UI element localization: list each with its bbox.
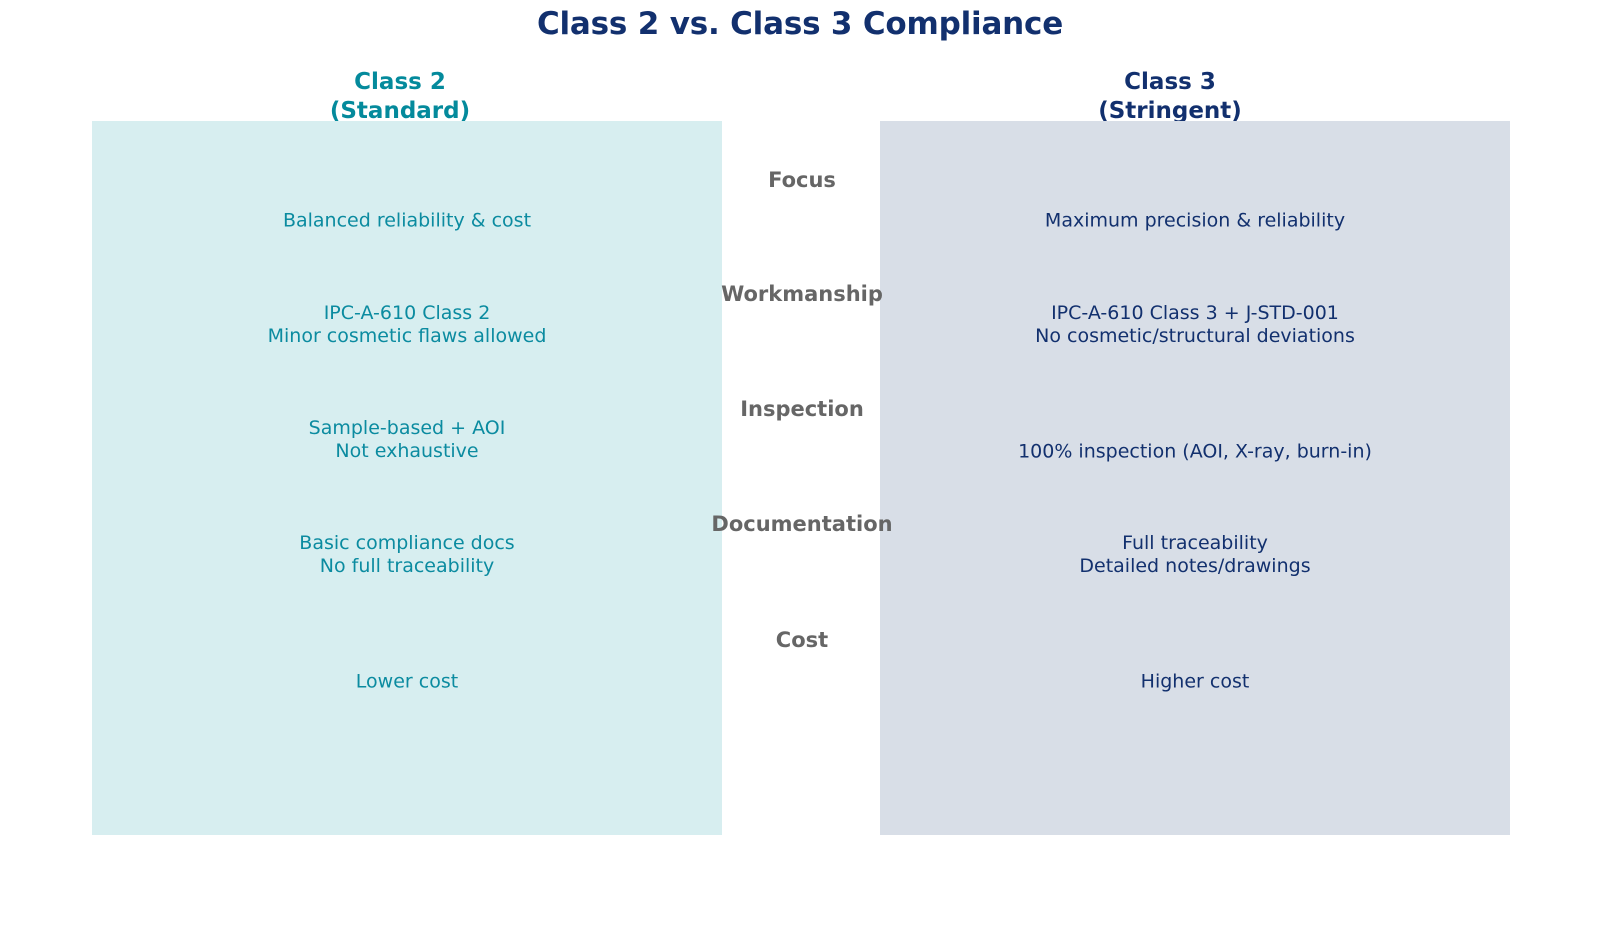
cell-class3-cost: Higher cost [1140, 670, 1250, 693]
panel-class3 [880, 121, 1510, 835]
category-label-workmanship: Workmanship [721, 282, 883, 306]
page-title: Class 2 vs. Class 3 Compliance [536, 6, 1064, 42]
cell-class3-workmanship: IPC-A-610 Class 3 + J-STD-001 No cosmeti… [1035, 302, 1355, 347]
category-label-inspection: Inspection [740, 397, 864, 421]
column-header-class3: Class 3 (Stringent) [1098, 69, 1242, 124]
category-label-documentation: Documentation [711, 512, 893, 536]
cell-class3-documentation: Full traceability Detailed notes/drawing… [1079, 532, 1311, 577]
cell-class2-workmanship: IPC-A-610 Class 2 Minor cosmetic flaws a… [267, 302, 547, 347]
column-header-class2: Class 2 (Standard) [329, 69, 471, 124]
category-label-focus: Focus [768, 168, 836, 192]
panel-class2 [92, 121, 722, 835]
cell-class3-focus: Maximum precision & reliability [1044, 209, 1346, 232]
cell-class2-inspection: Sample-based + AOI Not exhaustive [308, 417, 506, 462]
cell-class2-cost: Lower cost [355, 670, 459, 693]
cell-class3-inspection: 100% inspection (AOI, X-ray, burn-in) [1018, 440, 1372, 463]
cell-class2-documentation: Basic compliance docs No full traceabili… [299, 532, 515, 577]
category-label-cost: Cost [775, 628, 829, 652]
cell-class2-focus: Balanced reliability & cost [282, 209, 532, 232]
